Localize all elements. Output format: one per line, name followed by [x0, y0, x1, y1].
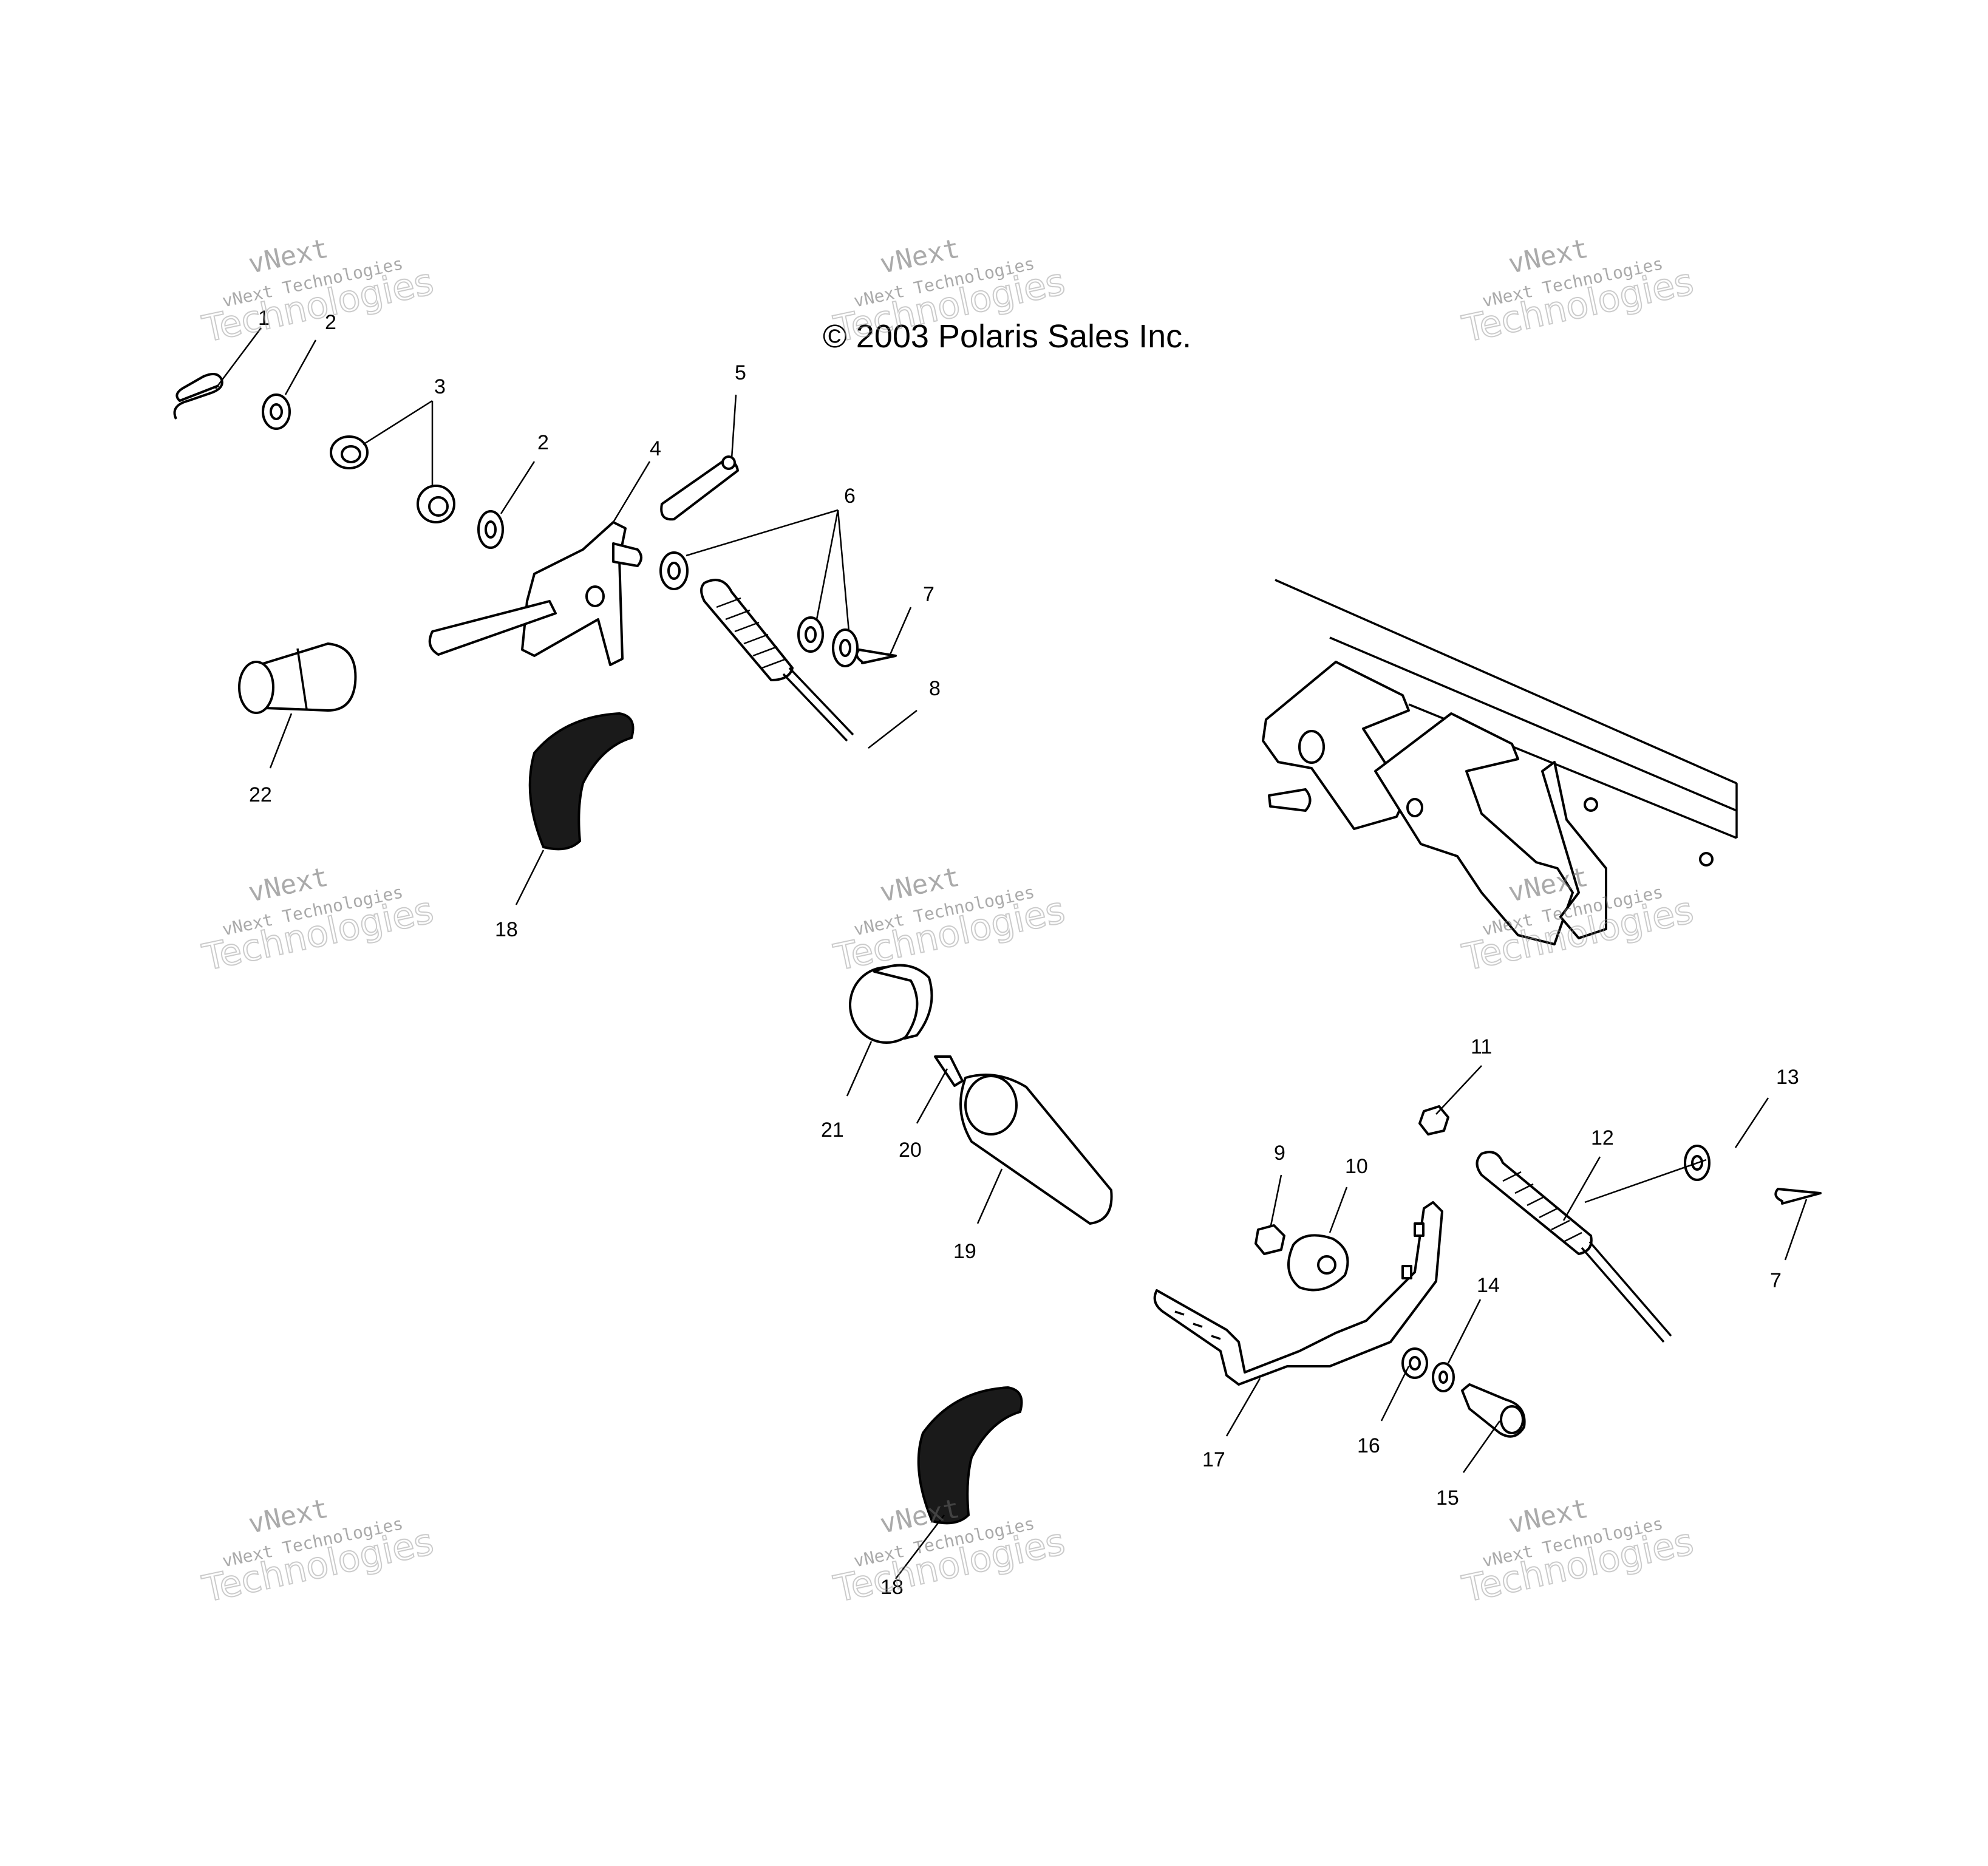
callout-11: 11: [1471, 1035, 1492, 1058]
part-22-knob-band: [296, 648, 308, 710]
watermark: vNext vNext Technologies Technologies: [1458, 233, 1698, 352]
part-19-handle-opening: [964, 1075, 1018, 1136]
callout-7b: 7: [1770, 1269, 1782, 1292]
part-4-shaft: [428, 600, 557, 656]
part-12-boot-ribs: [1502, 1171, 1582, 1243]
watermark: vNext vNext Technologies Technologies: [198, 862, 438, 980]
callout-20: 20: [899, 1139, 922, 1162]
part-4-pivot-hole: [585, 585, 605, 607]
leader-lines: [215, 327, 1808, 1579]
callout-18a: 18: [495, 918, 518, 941]
callout-2a: 2: [325, 311, 336, 334]
callout-7a: 7: [923, 583, 934, 606]
watermark: vNext vNext Technologies Technologies: [1458, 1493, 1698, 1612]
callout-16: 16: [1357, 1434, 1380, 1457]
part-9-nut: [1254, 1224, 1285, 1255]
callout-17: 17: [1202, 1448, 1225, 1471]
part-3-bushing-b-hole: [428, 496, 449, 517]
callout-4: 4: [650, 437, 661, 460]
watermark: vNext vNext Technologies Technologies: [198, 233, 438, 352]
part-8-boot-ribs: [716, 597, 787, 669]
part-1-hairpin-clip: [173, 373, 223, 420]
part-7-clip-a: [856, 649, 897, 664]
part-17-slots: [1174, 1222, 1425, 1340]
callout-9: 9: [1274, 1142, 1285, 1165]
callout-1: 1: [258, 307, 270, 330]
part-22-knob-face: [238, 661, 274, 714]
part-4-pin: [612, 542, 642, 567]
part-17-lever: [1153, 1201, 1443, 1386]
part-2-washer-a-hole: [270, 403, 283, 420]
part-5-spring-end: [721, 455, 736, 470]
part-6-washer-c-hole: [839, 639, 851, 657]
callout-6: 6: [844, 485, 856, 508]
callout-15: 15: [1436, 1486, 1459, 1510]
callout-21: 21: [821, 1119, 844, 1142]
part-8-cable-edge: [788, 667, 854, 736]
part-6-washer-a-hole: [667, 562, 681, 580]
part-4-shift-lever: [521, 521, 627, 666]
callout-22: 22: [249, 783, 272, 806]
watermark: vNext vNext Technologies Technologies: [198, 1493, 438, 1612]
part-14-washer-hole: [1438, 1371, 1448, 1384]
part-12-cable-edge: [1588, 1241, 1672, 1337]
callout-2b: 2: [537, 431, 549, 454]
part-18-grip-a: [528, 712, 635, 851]
frame-bracket: [1262, 579, 1738, 945]
part-2-washer-b-hole: [485, 520, 497, 539]
callout-19: 19: [953, 1240, 976, 1263]
part-10-bushing-hole: [1317, 1255, 1336, 1275]
part-3-bushing-a-hole: [341, 445, 361, 463]
part-16-washer-hole: [1409, 1356, 1421, 1371]
copyright-text: © 2003 Polaris Sales Inc.: [823, 318, 1191, 355]
watermark: vNext vNext Technologies Technologies: [829, 862, 1069, 980]
part-8-cable-boot: [700, 579, 794, 681]
callout-labels: 1 2 3 2 4 5 6 7 8 22 18 21 20 19 18 9 10…: [249, 307, 1799, 1599]
part-12-cable: [1581, 1247, 1665, 1343]
part-8-cable: [782, 673, 848, 742]
part-11-nut: [1418, 1105, 1449, 1136]
callout-10: 10: [1345, 1155, 1368, 1178]
callout-3: 3: [434, 375, 446, 398]
callout-12: 12: [1591, 1126, 1614, 1149]
callout-5: 5: [735, 361, 746, 384]
callout-18b: 18: [880, 1576, 904, 1599]
part-15-bolt-head: [1500, 1405, 1524, 1434]
callout-13: 13: [1776, 1066, 1799, 1089]
part-21-cap-rim: [873, 964, 933, 1040]
callout-14: 14: [1477, 1274, 1500, 1297]
part-5-spring: [660, 460, 739, 521]
callout-8: 8: [929, 677, 941, 700]
part-18-grip-b: [917, 1386, 1023, 1525]
part-20-screw: [934, 1055, 964, 1087]
part-7-clip-b: [1774, 1188, 1822, 1205]
part-12-cable-boot: [1476, 1151, 1593, 1255]
part-6-washer-b-hole: [805, 626, 817, 643]
